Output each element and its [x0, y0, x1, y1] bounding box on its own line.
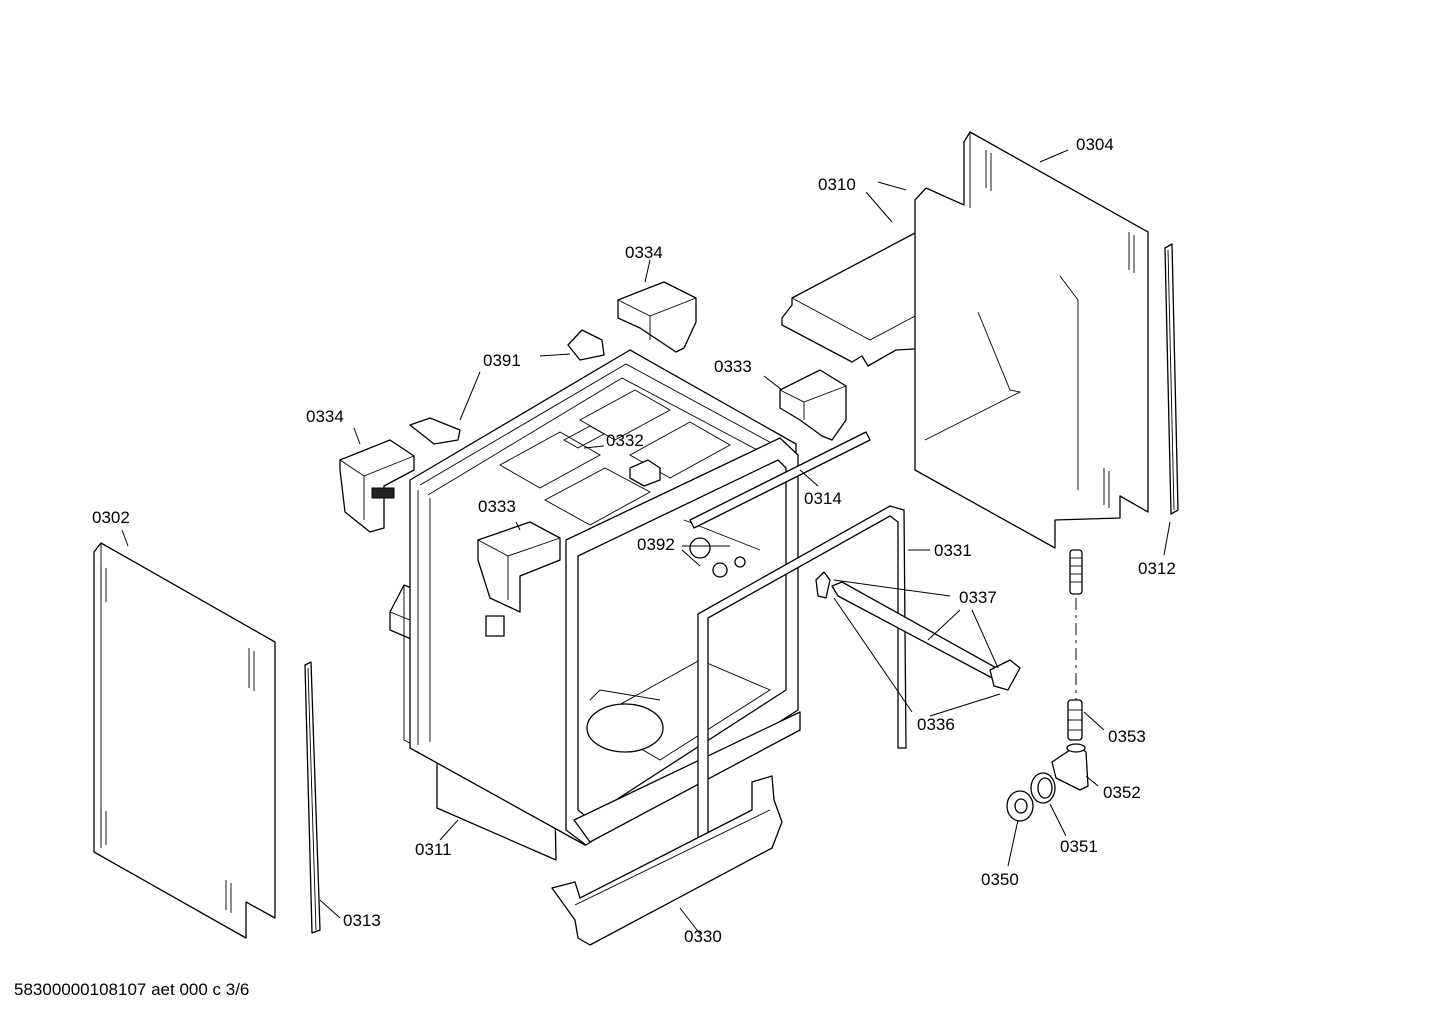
label-0332: 0332 — [606, 431, 644, 450]
part-0332-clip — [629, 459, 661, 487]
label-0336: 0336 — [917, 715, 955, 734]
part-0391-brackets — [409, 329, 605, 445]
label-0352: 0352 — [1103, 783, 1141, 802]
part-0314-rod — [689, 431, 871, 529]
part-0313-strip — [304, 661, 321, 934]
label-0334-left: 0334 — [306, 407, 344, 426]
label-0331: 0331 — [934, 541, 972, 560]
label-0351: 0351 — [1060, 837, 1098, 856]
part-0330-bottom-trim — [551, 775, 783, 946]
document-id-footer: 58300000108107 aet 000 c 3/6 — [14, 980, 250, 999]
part-0352-elbow — [1051, 743, 1089, 791]
part-0353-hose-connector — [1067, 549, 1083, 741]
part-0350-cap — [1006, 790, 1034, 822]
label-0333-upper: 0333 — [714, 357, 752, 376]
label-0311: 0311 — [415, 840, 452, 859]
label-0334-top: 0334 — [625, 243, 663, 262]
leader-lines — [121, 149, 1171, 935]
label-0330: 0330 — [684, 927, 722, 946]
label-0302: 0302 — [92, 508, 130, 527]
part-0312-strip — [1164, 243, 1179, 515]
label-0333-lower: 0333 — [478, 497, 516, 516]
label-0337: 0337 — [959, 588, 997, 607]
part-0351-ring — [1030, 772, 1056, 804]
label-0304: 0304 — [1076, 135, 1114, 154]
label-0350: 0350 — [981, 870, 1019, 889]
part-0334-left-bracket — [339, 439, 415, 533]
part-0333-upper-cover — [779, 369, 847, 441]
part-0392-fittings — [683, 519, 761, 578]
part-0333-lower-cover — [477, 521, 561, 637]
part-labels: 0302 0304 0310 0311 0312 0313 0314 0330 … — [92, 135, 1176, 946]
label-0314: 0314 — [804, 489, 842, 508]
label-0392: 0392 — [637, 535, 675, 554]
part-0334-top-bracket — [617, 281, 697, 353]
label-0353: 0353 — [1108, 727, 1146, 746]
label-0310: 0310 — [818, 175, 856, 194]
label-0313: 0313 — [343, 911, 381, 930]
part-0304-back-panel — [914, 131, 1149, 549]
part-0302-side-panel — [93, 542, 276, 939]
label-0312: 0312 — [1138, 559, 1176, 578]
part-0337-arm — [815, 571, 1021, 691]
label-0391: 0391 — [483, 351, 521, 370]
